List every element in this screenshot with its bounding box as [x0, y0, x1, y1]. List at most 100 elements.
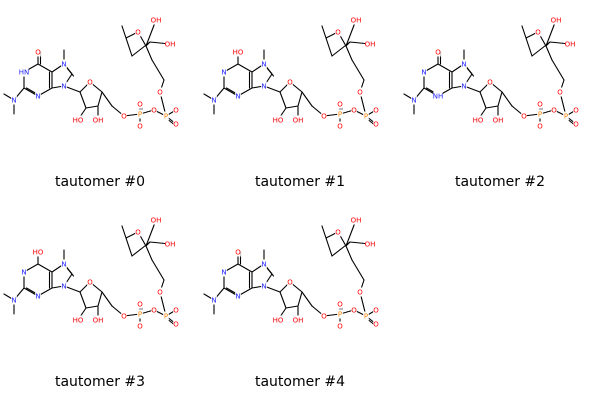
phosphate-o-label: O — [573, 107, 579, 115]
phosphorus-label: P — [138, 311, 142, 319]
bridge-o-label: O — [151, 307, 157, 315]
bridge-o-label: O — [151, 107, 157, 115]
bond — [97, 291, 103, 307]
phosphate-o-label: O — [573, 121, 579, 129]
bond — [325, 237, 333, 257]
phosphate-o-label: O — [373, 321, 379, 329]
phosphate-o-label: O — [137, 101, 143, 109]
ribose2-hydroxyl-label: OH — [165, 241, 176, 249]
bond — [301, 91, 313, 107]
ribose2-hydroxyl-label: OH — [365, 241, 376, 249]
ribose2-hydroxyl-label: OH — [551, 17, 562, 25]
bond — [64, 65, 75, 77]
atom-label-bg — [293, 315, 303, 325]
phosphate-o-label: O — [137, 301, 143, 309]
bond — [485, 105, 499, 109]
bond — [145, 45, 153, 61]
atom-label-bg — [493, 115, 503, 125]
atom-label-bg — [137, 121, 143, 131]
phosphate-o-label: O — [373, 307, 379, 315]
atom-label-bg — [151, 215, 161, 225]
bond — [525, 37, 533, 57]
atom-label-bg — [373, 119, 379, 129]
phosphorus-label: P — [164, 113, 168, 121]
bond — [321, 225, 327, 239]
atom-label-bg — [87, 277, 93, 287]
atom-label-bg — [365, 39, 375, 49]
atom-label-bg — [411, 95, 417, 105]
atom-label-bg — [373, 319, 379, 329]
bond — [151, 259, 165, 281]
ring-n9-label: N — [61, 283, 66, 291]
bond — [545, 45, 553, 61]
bridge-o-label: O — [521, 113, 527, 121]
atom-label-bg — [73, 115, 83, 125]
atom-label-bg — [163, 111, 169, 121]
bond — [37, 263, 53, 273]
ribose-o-label: O — [487, 79, 493, 87]
atom-label-bg — [293, 115, 303, 125]
ring-n9-label: N — [461, 83, 466, 91]
atom-label-bg — [351, 105, 357, 115]
ribose2-hydroxyl-label: OH — [365, 41, 376, 49]
atom-label-bg — [351, 215, 361, 225]
ribose-o-label: O — [87, 79, 93, 87]
bond — [297, 91, 303, 107]
atom-label-bg — [61, 259, 67, 269]
bond — [285, 305, 299, 309]
atom-label-bg — [73, 315, 83, 325]
bond — [64, 265, 75, 277]
atom-label-bg — [11, 295, 17, 305]
atom-label-bg — [93, 315, 103, 325]
atom-label-bg — [261, 81, 267, 91]
phosphorus-label: P — [364, 113, 368, 121]
atom-label-bg — [551, 15, 561, 25]
bond — [351, 259, 365, 281]
bridge-o-label: O — [321, 113, 327, 121]
bond — [521, 25, 527, 39]
ribose2-o-label: O — [335, 29, 341, 37]
phosphate-o-label: O — [337, 101, 343, 109]
atom-label-bg — [461, 81, 467, 91]
ribose2-hydroxyl-label: OH — [165, 41, 176, 49]
atom-label-bg — [337, 99, 343, 109]
atom-label-bg — [321, 311, 327, 321]
atom-label-bg — [173, 305, 179, 315]
ring-n7-label: N — [461, 61, 466, 69]
bond — [285, 105, 299, 109]
bridge-o-label: O — [551, 107, 557, 115]
bridge-o-label: O — [121, 313, 127, 321]
bond — [121, 25, 127, 39]
atom-label-bg — [211, 95, 217, 105]
phosphorus-label: P — [164, 313, 168, 321]
phosphate-o-label: O — [373, 121, 379, 129]
ribose2-hydroxyl-label: OH — [351, 217, 362, 225]
tautomer-caption: tautomer #2 — [454, 174, 546, 190]
atom-label-bg — [233, 47, 243, 57]
atom-label-bg — [473, 115, 483, 125]
phosphorus-label: P — [538, 111, 542, 119]
atom-label-bg — [563, 111, 569, 121]
ribose2-o-label: O — [135, 29, 141, 37]
atom-label-bg — [121, 311, 127, 321]
phosphorus-label: P — [364, 313, 368, 321]
atom-label-bg — [235, 247, 241, 257]
bond — [101, 91, 113, 107]
atom-label-bg — [137, 309, 143, 319]
atom-label-bg — [357, 287, 363, 297]
ring-n1-label: N — [221, 69, 226, 77]
atom-label-bg — [87, 77, 93, 87]
hydroxyl-label: OH — [93, 317, 104, 325]
hydroxyl-label: HO — [73, 117, 84, 125]
tautomer-caption: tautomer #4 — [254, 374, 346, 390]
tautomer-caption: tautomer #3 — [54, 374, 146, 390]
atom-label-bg — [573, 105, 579, 115]
atom-label-bg — [35, 291, 41, 301]
phosphorus-label: P — [338, 311, 342, 319]
ring-n7-label: N — [61, 61, 66, 69]
phosphorus-label: P — [138, 111, 142, 119]
ring-n3-label: N — [235, 293, 240, 301]
dimethylamino-n-label: N — [11, 297, 16, 305]
